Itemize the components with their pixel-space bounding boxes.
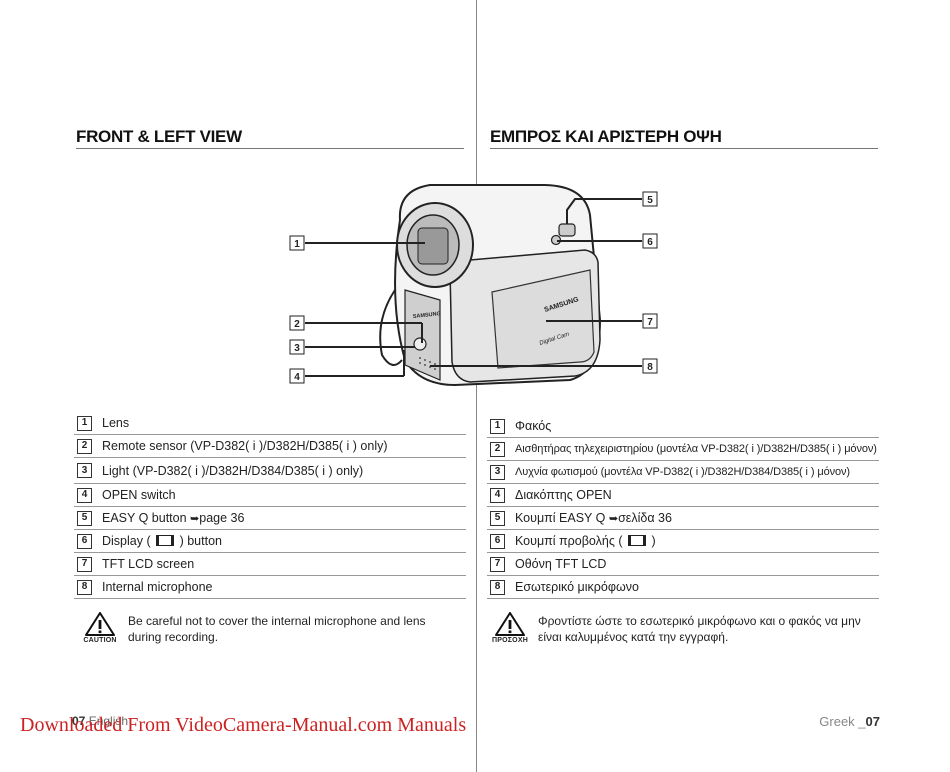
warning-triangle-icon [85, 612, 115, 636]
page-ref-arrow-icon: ➥ [190, 513, 200, 525]
callout-4: 4 [289, 368, 305, 384]
display-icon [628, 535, 646, 546]
callout-1: 1 [289, 235, 305, 251]
callout-6: 6 [642, 233, 658, 249]
svg-text:5: 5 [647, 195, 653, 206]
callout-7: 7 [642, 313, 658, 329]
svg-text:6: 6 [647, 237, 653, 248]
caution-label: ΠΡΟΣΟΧΗ [492, 637, 528, 644]
callout-8: 8 [642, 358, 658, 374]
display-icon [156, 535, 175, 546]
svg-text:8: 8 [647, 362, 653, 373]
caution-note-en: CAUTION Be careful not to cover the inte… [80, 612, 460, 645]
caution-label: CAUTION [83, 637, 117, 644]
footer-page-gr: Greek _07 [819, 714, 880, 729]
svg-text:4: 4 [294, 372, 300, 383]
page-divider [476, 0, 477, 772]
warning-triangle-icon [495, 612, 525, 636]
caution-text: Be careful not to cover the internal mic… [128, 614, 426, 644]
grip-strap [379, 289, 403, 366]
lcd-screen-panel [491, 269, 595, 369]
camcorder-illustration: SAMSUNG SAMSUNG Digital Cam 1 2 3 4 5 6 … [289, 184, 658, 387]
easy-q-button-graphic [558, 223, 576, 237]
page-ref-arrow-icon: ➥ [608, 513, 619, 525]
callout-2: 2 [289, 315, 305, 331]
svg-text:7: 7 [647, 317, 653, 328]
section-heading-en: FRONT & LEFT VIEW [76, 127, 464, 149]
caution-text: Φροντίστε ώστε το εσωτερικό μικρόφωνο κα… [538, 614, 861, 644]
callout-3: 3 [289, 339, 305, 355]
svg-text:3: 3 [294, 343, 300, 354]
svg-text:1: 1 [294, 239, 300, 250]
watermark-link[interactable]: Downloaded From VideoCamera-Manual.com M… [20, 714, 467, 736]
microphone-grill [419, 357, 436, 370]
section-heading-gr: ΕΜΠΡΟΣ ΚΑΙ ΑΡΙΣΤΕΡΗ ΟΨΗ [490, 127, 878, 149]
callout-5: 5 [642, 191, 658, 207]
brand-front-text: SAMSUNG [413, 311, 442, 320]
caution-note-gr: ΠΡΟΣΟΧΗ Φροντίστε ώστε το εσωτερικό μικρ… [490, 612, 880, 645]
footer-page-en: 07 English [72, 714, 129, 728]
light-lens [413, 337, 427, 351]
svg-text:2: 2 [294, 319, 300, 330]
